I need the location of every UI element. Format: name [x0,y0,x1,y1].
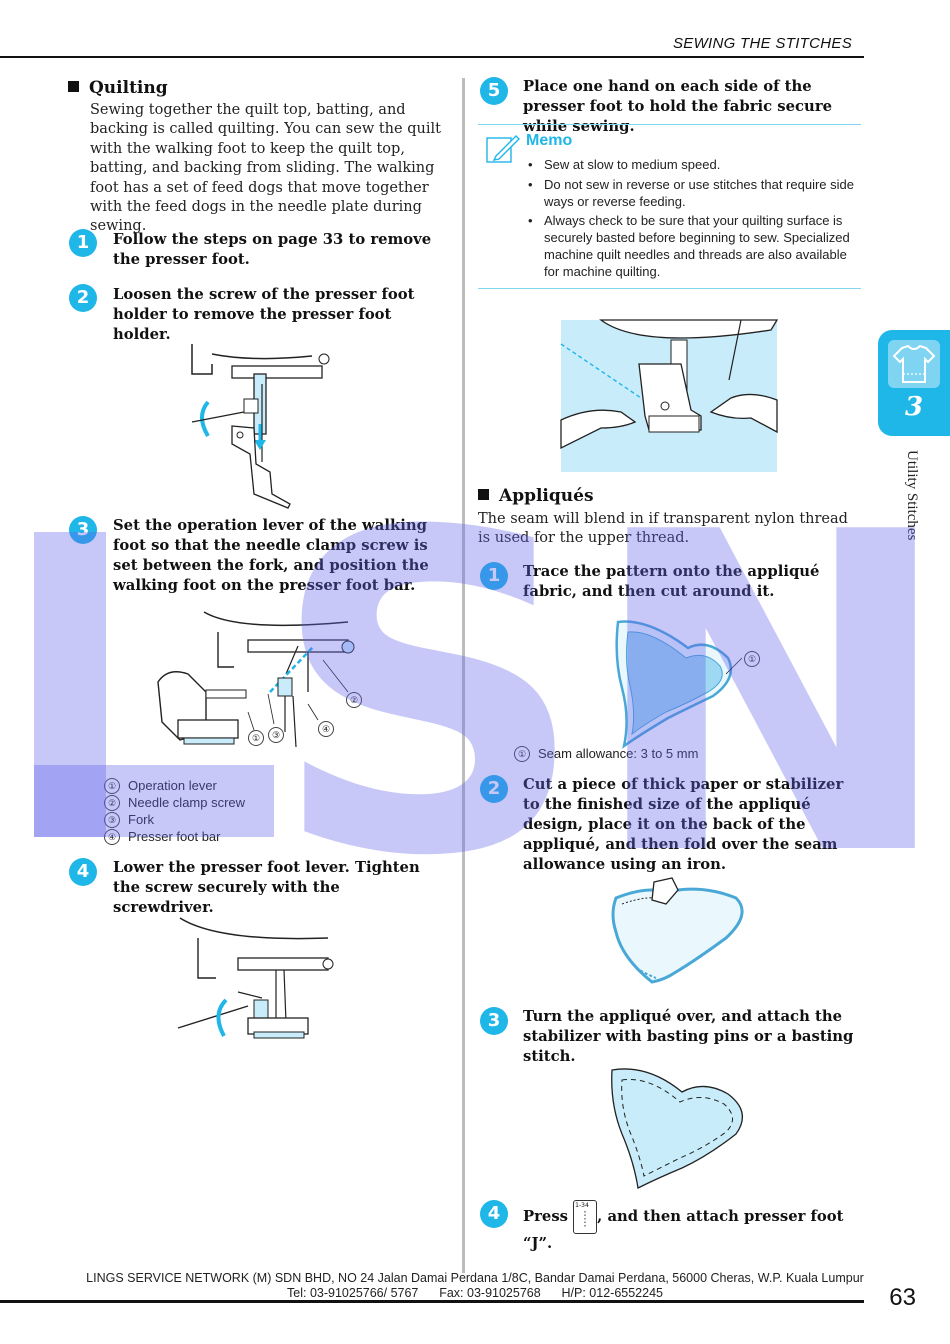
zigzag-stitch-icon [584,1211,586,1227]
step-4-text: Lower the presser foot lever. Tighten th… [113,859,420,916]
step-2-badge: 2 [69,284,97,312]
quilting-heading: Quilting [68,78,168,98]
applique-step-1-badge: 1 [480,562,508,590]
memo-top-rule [478,124,861,125]
remove-holder-illustration [191,344,342,513]
applique-step-4-text: Press 1-34 , and then attach presser foo… [523,1200,844,1252]
bullet-square-icon [68,81,79,92]
watermark-text: SN [270,440,950,952]
step-3-text: Set the operation lever of the walking f… [113,517,429,594]
appliques-heading: Appliqués [478,486,594,506]
footer-contact: Tel: 03-91025766/ 5767 Fax: 03-91025768 … [287,1286,663,1300]
basted-applique-illustration [608,1064,758,1193]
header-rule [0,56,864,58]
applique-step-2-badge: 2 [480,775,508,803]
chapter-number: 3 [904,392,924,422]
seam-callout: ① [744,650,768,667]
quilting-hands-illustration [560,319,779,476]
callout-3: ③ [268,726,292,743]
footer-rule [0,1300,864,1303]
step-1-badge: 1 [69,229,97,257]
appliques-intro: The seam will blend in if transparent ny… [478,511,848,547]
callout-1: ① [248,729,272,746]
fold-seam-illustration [606,877,756,992]
memo-item: Always check to be sure that your quilti… [526,213,856,280]
callout-2: ② [346,691,370,708]
memo-item: Do not sew in reverse or use stitches th… [526,177,856,211]
applique-step-3-badge: 3 [480,1007,508,1035]
step-2-text: Loosen the screw of the presser foot hol… [113,286,415,343]
callout-4: ④ [318,720,342,737]
applique-step-3-text: Turn the appliqué over, and attach the s… [523,1008,854,1065]
bullet-square-icon [478,489,489,500]
step-3-badge: 3 [69,516,97,544]
step-5-text: Place one hand on each side of the press… [523,78,833,135]
memo-list: Sew at slow to medium speed. Do not sew … [526,157,856,284]
watermark-bar [34,532,106,837]
shirt-icon [888,340,940,392]
memo-pencil-icon [486,134,520,168]
quilting-intro: Sewing together the quilt top, batting, … [90,102,441,235]
stitch-key-label: 1-34 [575,1202,589,1209]
chapter-label: Utility Stitches [904,450,920,541]
step-4-badge: 4 [69,858,97,886]
memo-item: Sew at slow to medium speed. [526,157,856,174]
column-divider [462,78,465,1273]
running-header: SEWING THE STITCHES [672,35,852,52]
step-1-text: Follow the steps on page 33 to remove th… [113,231,432,268]
tighten-screw-illustration [177,917,348,1047]
memo-bottom-rule [478,288,861,289]
footer-address: LINGS SERVICE NETWORK (M) SDN BHD, NO 24… [86,1271,864,1285]
stitch-key-button[interactable]: 1-34 [573,1200,598,1234]
memo-title: Memo [526,132,573,149]
applique-step-1-text: Trace the pattern onto the appliqué fabr… [523,563,820,600]
watermark-bar [34,765,274,837]
step-5-badge: 5 [480,77,508,105]
walking-foot-illustration [157,611,378,766]
applique-step-2-text: Cut a piece of thick paper or stabilizer… [523,776,844,873]
heart-seam-allowance-illustration [608,618,748,752]
page-number: 63 [889,1284,916,1311]
applique-step-4-badge: 4 [480,1200,508,1228]
